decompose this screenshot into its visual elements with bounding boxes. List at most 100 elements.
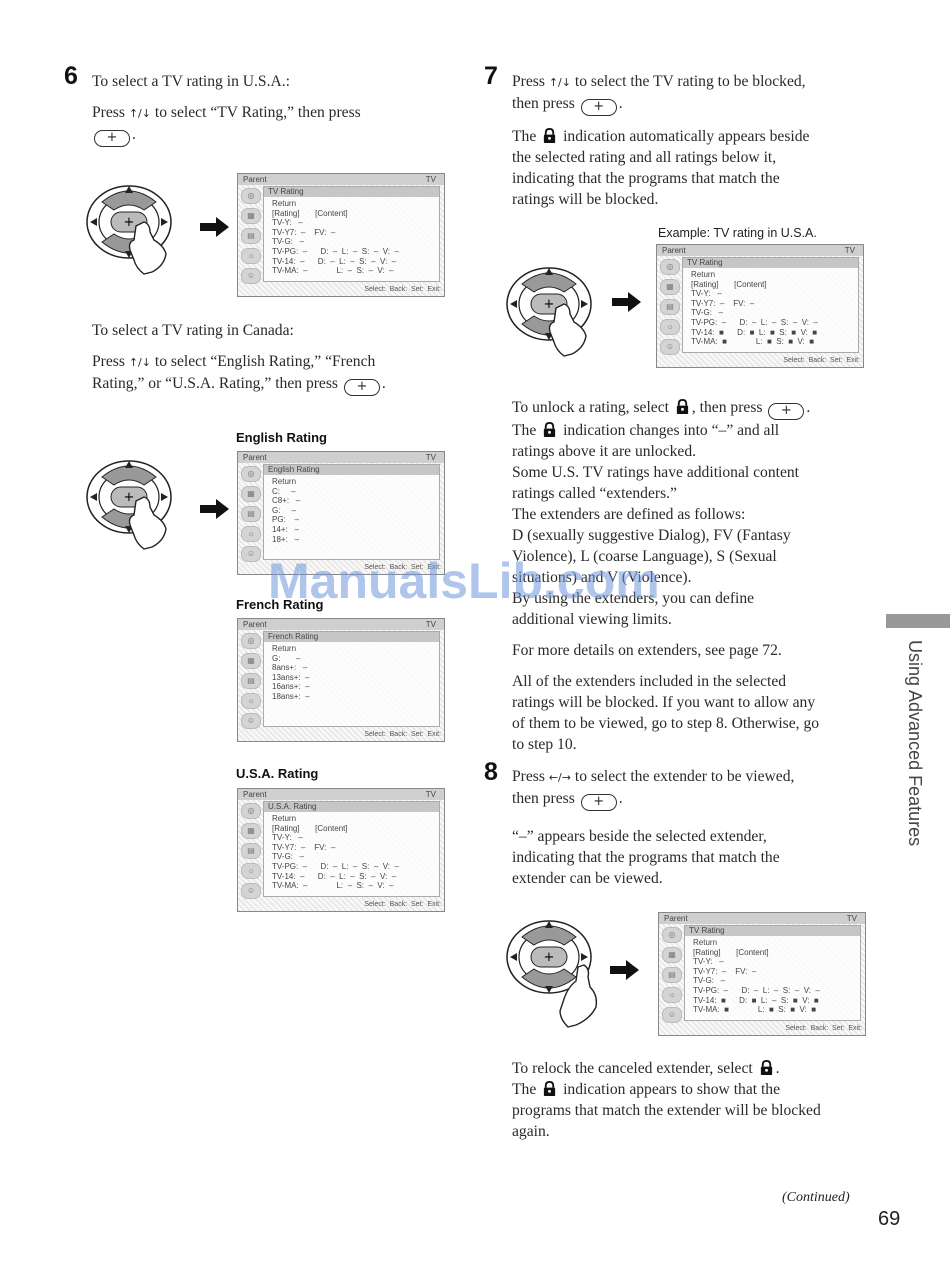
panel-title: U.S.A. Rating — [264, 802, 439, 812]
parent-icon: ☺ — [241, 883, 261, 899]
remote-joystick-icon: + — [86, 460, 172, 550]
extender-line7: By using the extenders, you can define — [512, 590, 755, 607]
lock-icon — [676, 399, 688, 414]
parent-icon: ☺ — [241, 268, 261, 284]
extender-line5: Violence), L (coarse Language), S (Sexua… — [512, 548, 777, 565]
canada-text: To select a TV rating in Canada: Press ↑… — [92, 320, 442, 396]
all-extenders-line1: All of the extenders included in the sel… — [512, 673, 787, 690]
step-8-line3: “–” appears beside the selected extender… — [512, 828, 767, 845]
section-tab-bar — [886, 614, 950, 628]
menu-icon: ▤ — [241, 673, 261, 689]
parent-icon: ☺ — [241, 546, 261, 562]
screen-panel: TV Rating Return [Rating] [Content] TV-Y… — [682, 257, 859, 353]
text: to select “TV Rating,” then press — [154, 104, 361, 121]
watermark: ManualsLib.com — [268, 553, 660, 609]
right-arrow-icon — [200, 499, 229, 519]
menu-icon: ☼ — [660, 319, 680, 335]
parent-icon: ☺ — [662, 1007, 682, 1023]
text: indication automatically appears beside — [563, 128, 810, 145]
extender-line8: additional viewing limits. — [512, 611, 672, 628]
screen-footer: Select: Back: Set: Exit: — [785, 1025, 862, 1032]
page-number: 69 — [878, 1208, 901, 1230]
menu-icon: ▦ — [241, 208, 261, 224]
text: The — [512, 128, 537, 145]
extender-line1: Some U.S. TV ratings have additional con… — [512, 464, 799, 481]
header-input: TV — [425, 790, 436, 799]
screen-side-icons: ◎▦▤☼☺ — [241, 188, 261, 284]
screen-footer: Select: Back: Set: Exit: — [364, 286, 441, 293]
parent-icon: ☺ — [660, 339, 680, 355]
ok-button-icon: + — [580, 99, 617, 116]
text: , then press — [691, 399, 763, 416]
menu-icon: ◎ — [241, 633, 261, 649]
right-arrow-icon — [200, 217, 229, 237]
text: The — [512, 1081, 537, 1098]
unlock-line3: ratings above it are unlocked. — [512, 443, 697, 460]
text: to select the TV rating to be blocked, — [574, 73, 806, 90]
up-down-arrows-icon: ↑/↓ — [128, 356, 151, 369]
french-rating-label: French Rating — [236, 597, 324, 612]
header-input: TV — [844, 246, 855, 255]
relock-line3: programs that match the extender will be… — [512, 1102, 821, 1119]
lock-icon — [760, 1060, 772, 1075]
panel-title: TV Rating — [264, 187, 439, 197]
extender-line2: ratings called “extenders.” — [512, 485, 677, 502]
ok-button-icon: + — [768, 403, 805, 420]
example-caption: Example: TV rating in U.S.A. — [658, 226, 817, 240]
header-input: TV — [846, 914, 857, 923]
header-label: Parent — [243, 175, 267, 184]
panel-title: TV Rating — [683, 258, 858, 268]
panel-body: Return [Rating] [Content] TV-Y: – TV-Y7:… — [691, 270, 818, 347]
text: The — [512, 422, 537, 439]
text: Press — [512, 768, 545, 785]
right-arrow-icon — [610, 960, 639, 980]
menu-icon: ▤ — [241, 506, 261, 522]
panel-title: French Rating — [264, 632, 439, 642]
menu-icon: ◎ — [662, 927, 682, 943]
text: then press — [512, 95, 575, 112]
step-6-line1: To select a TV rating in U.S.A.: — [92, 73, 290, 90]
extender-line3: The extenders are defined as follows: — [512, 506, 746, 523]
screen-panel: French Rating Return G: – 8ans+: – 13ans… — [263, 631, 440, 727]
svg-text:+: + — [124, 490, 135, 505]
text: Press — [92, 353, 125, 370]
text: To unlock a rating, select — [512, 399, 669, 416]
step-6-line3: +. — [92, 124, 432, 147]
menu-icon: ◎ — [241, 188, 261, 204]
screen-panel: English Rating Return C: – C8+: – G: – P… — [263, 464, 440, 560]
panel-body: Return G: – 8ans+: – 13ans+: – 16ans+: –… — [272, 644, 310, 701]
header-label: Parent — [243, 453, 267, 462]
left-right-arrows-icon: ←/→ — [548, 771, 571, 784]
text: To relock the canceled extender, select — [512, 1060, 753, 1077]
panel-title: English Rating — [264, 465, 439, 475]
text: then press — [512, 790, 575, 807]
relock-line4: again. — [512, 1123, 550, 1140]
screen-footer: Select: Back: Set: Exit: — [364, 731, 441, 738]
step-7-line4: the selected rating and all ratings belo… — [512, 149, 777, 166]
menu-icon: ▦ — [241, 486, 261, 502]
usa-rating-label: U.S.A. Rating — [236, 766, 319, 781]
step-number-6: 6 — [64, 62, 78, 90]
screen-footer: Select: Back: Set: Exit: — [783, 357, 860, 364]
menu-icon: ▤ — [660, 299, 680, 315]
all-extenders-line2: ratings will be blocked. If you want to … — [512, 694, 816, 711]
screen-panel: TV Rating Return [Rating] [Content] TV-Y… — [684, 925, 861, 1021]
panel-title: TV Rating — [685, 926, 860, 936]
menu-icon: ▦ — [241, 823, 261, 839]
panel-body: Return C: – C8+: – G: – PG: – 14+: – 18+… — [272, 477, 301, 544]
step-7-line5: indicating that the programs that match … — [512, 170, 780, 187]
text: Press — [512, 73, 545, 90]
panel-body: Return [Rating] [Content] TV-Y: – TV-Y7:… — [272, 814, 399, 891]
extender-line6: situations) and V (Violence). — [512, 569, 692, 586]
screen-side-icons: ◎▦▤☼☺ — [662, 927, 682, 1023]
extender-line4: D (sexually suggestive Dialog), FV (Fant… — [512, 527, 791, 544]
all-extenders-line3: of them to be viewed, go to step 8. Othe… — [512, 715, 820, 732]
